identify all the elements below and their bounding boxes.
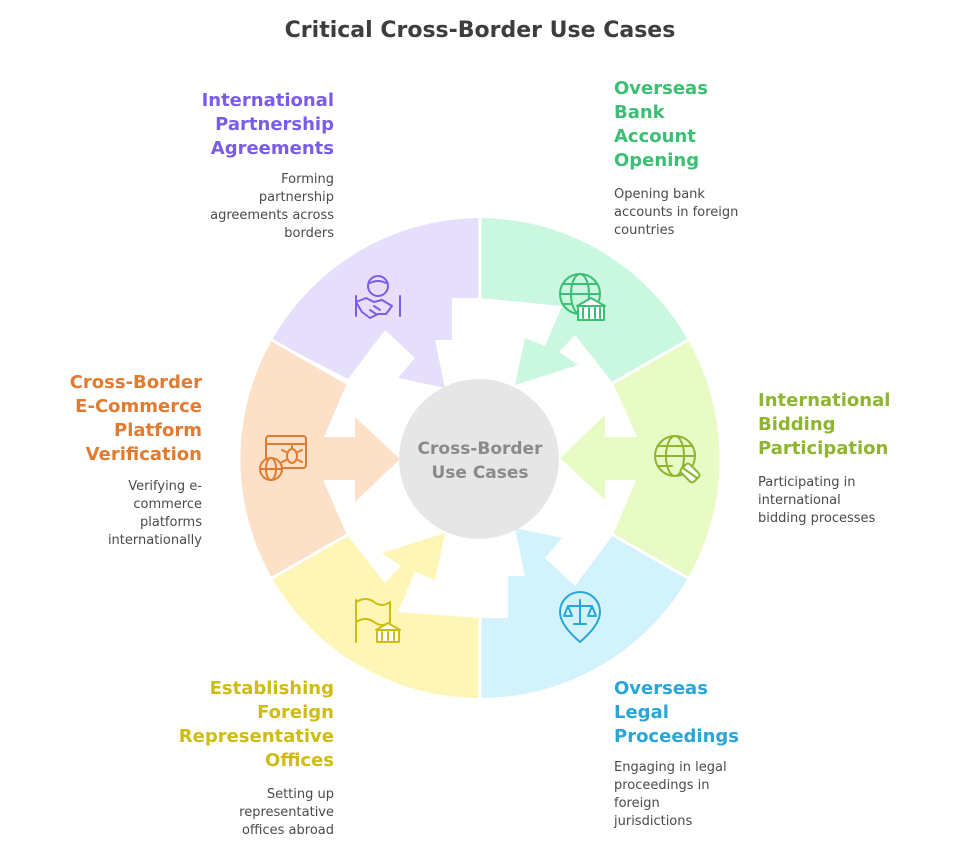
center-circle: [399, 379, 559, 539]
offices-label: Establishing Foreign Representative Offi…: [179, 677, 334, 773]
label-line: Platform: [114, 420, 202, 441]
legal-label: Overseas Legal Proceedings: [614, 677, 739, 749]
desc-line: Verifying e-: [128, 479, 202, 494]
desc-line: Opening bank: [614, 187, 705, 202]
label-line: Account: [614, 126, 696, 147]
label-line: Bidding: [758, 414, 836, 435]
desc-line: accounts in foreign: [614, 205, 739, 220]
desc-line: proceedings in: [614, 778, 710, 793]
label-line: Offices: [265, 750, 334, 771]
label-line: Agreements: [210, 138, 334, 159]
label-line: Foreign: [257, 702, 334, 723]
bidding-description: Participating in international bidding p…: [758, 474, 875, 528]
desc-line: Setting up: [266, 787, 334, 802]
label-line: Representative: [178, 726, 334, 747]
segment-ecommerce: [240, 340, 400, 578]
segment-partnership: [272, 218, 480, 388]
label-line: Establishing: [209, 678, 334, 699]
desc-line: platforms: [139, 515, 202, 530]
label-line: Cross-Border: [69, 372, 202, 393]
label-line: Partnership: [215, 114, 334, 135]
handshake-globe-icon: [355, 275, 401, 319]
ecommerce-description: Verifying e- commerce platforms internat…: [108, 478, 202, 550]
diagram-title: Critical Cross-Border Use Cases: [284, 18, 676, 43]
desc-line: Engaging in legal: [614, 760, 727, 775]
flag-building-icon: [355, 598, 401, 643]
segment-bidding: [560, 340, 720, 578]
label-line: E-Commerce: [75, 396, 202, 417]
globe-bank-icon: [559, 273, 606, 321]
label-line: Proceedings: [614, 726, 739, 747]
desc-line: agreements across: [210, 208, 334, 223]
bank-description: Opening bank accounts in foreign countri…: [614, 186, 738, 240]
desc-line: jurisdictions: [614, 814, 693, 829]
desc-line: international: [758, 493, 841, 508]
label-line: Opening: [614, 150, 700, 171]
segment-offices: [272, 533, 480, 699]
label-line: Overseas: [614, 78, 708, 99]
desc-line: internationally: [107, 533, 202, 548]
legal-description: Engaging in legal proceedings in foreign…: [614, 759, 727, 831]
desc-line: representative: [239, 805, 334, 820]
label-line: Bank: [614, 102, 665, 123]
label-line: Verification: [85, 444, 202, 465]
label-line: International: [201, 90, 334, 111]
ecommerce-label: Cross-Border E-Commerce Platform Verific…: [70, 371, 202, 467]
label-line: Legal: [614, 702, 669, 723]
desc-line: commerce: [133, 497, 202, 512]
browser-bug-globe-icon: [259, 435, 307, 481]
desc-line: partnership: [258, 190, 334, 205]
bidding-label: International Bidding Participation: [758, 389, 890, 461]
center-label-line: Cross-Border: [417, 439, 543, 459]
desc-line: borders: [284, 226, 334, 241]
center-label: Cross-Border Use Cases: [400, 437, 560, 485]
desc-line: bidding processes: [758, 511, 876, 526]
desc-line: Participating in: [758, 475, 856, 490]
desc-line: offices abroad: [241, 823, 334, 838]
partnership-description: Forming partnership agreements across bo…: [210, 171, 334, 243]
label-line: International: [758, 390, 891, 411]
label-line: Participation: [758, 438, 889, 459]
label-line: Overseas: [614, 678, 708, 699]
center-label-line: Use Cases: [431, 463, 529, 483]
globe-tag-icon: [654, 435, 701, 484]
bank-label: Overseas Bank Account Opening: [614, 77, 708, 173]
scales-pin-icon: [559, 591, 601, 643]
segment-legal: [480, 528, 688, 699]
offices-description: Setting up representative offices abroad: [239, 786, 334, 840]
desc-line: countries: [614, 223, 675, 238]
desc-line: foreign: [614, 796, 660, 811]
desc-line: Forming: [281, 172, 334, 187]
partnership-label: International Partnership Agreements: [202, 89, 334, 161]
